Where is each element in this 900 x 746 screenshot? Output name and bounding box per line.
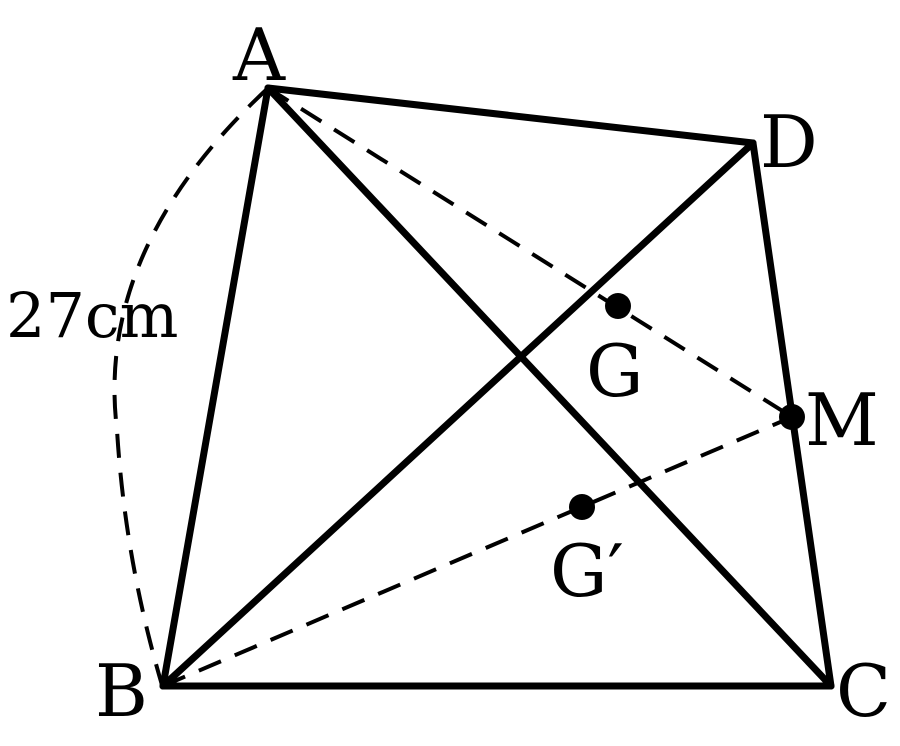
point-g-prime [569,494,595,520]
point-g [605,293,631,319]
label-c: C [836,649,891,733]
label-b: B [95,649,148,733]
edge-bd [159,139,757,690]
label-m: M [805,378,879,462]
edge-ac [264,84,835,690]
point-m [779,404,805,430]
edge-ab [159,84,272,690]
length-label-ab: 27cm [6,279,178,352]
segment-bm [162,415,793,688]
label-d: D [760,100,818,184]
label-a: A [232,13,286,97]
segment-am [266,86,794,419]
label-g-prime: G′ [550,529,624,613]
edge-ad [264,84,757,147]
ab-length-arc [112,88,268,686]
label-g: G [586,329,644,413]
